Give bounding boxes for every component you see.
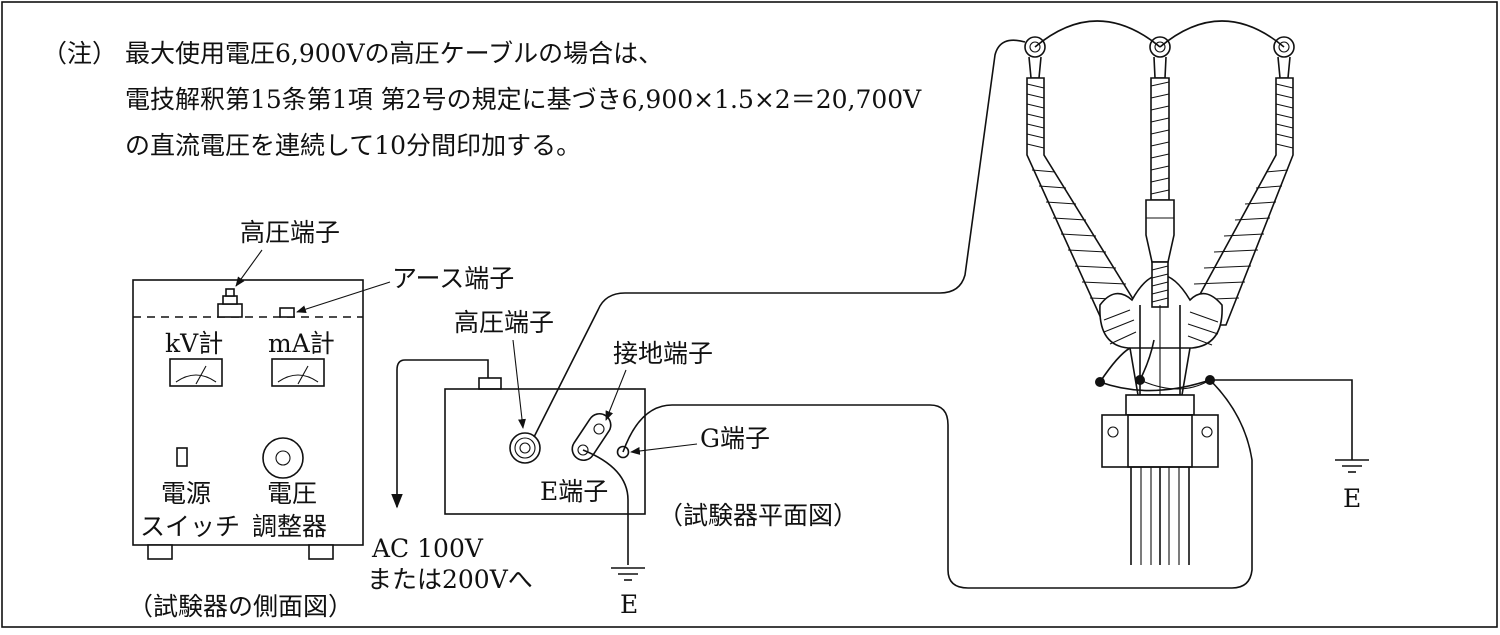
note-prefix: （注）: [42, 39, 117, 68]
plan-view-caption: （試験器平面図）: [658, 501, 858, 530]
hv-terminal-top: [225, 288, 235, 297]
voltage-adjust-knob-center: [275, 450, 291, 466]
side-hv-terminal-arrow: [235, 249, 263, 287]
shield-bonding-lead-2: [1139, 379, 1211, 390]
cable-ground-symbol: [1335, 459, 1369, 473]
ma-meter: [271, 358, 325, 387]
kv-meter-label: kV計: [165, 329, 223, 358]
guard-lead: [622, 379, 1253, 589]
side-hv-terminal-label: 高圧端子: [240, 218, 340, 247]
tester-ground-lead: [582, 449, 629, 565]
power-switch: [176, 447, 188, 467]
shield-bond-point-left: [1095, 377, 1105, 387]
plan-ground-terminal-label: 接地端子: [613, 339, 713, 368]
bridge-arc-right: [1159, 20, 1285, 48]
phase-right-hatch: [1187, 83, 1294, 301]
terminal-lug-left: [1024, 36, 1046, 79]
shield-bonding-lead: [1099, 379, 1211, 392]
note-line-3: の直流電圧を連続して10分間印加する。: [125, 131, 581, 160]
gland-collar: [1125, 394, 1195, 416]
tester-ground-label: E: [620, 590, 638, 619]
note-line-1: 最大使用電圧6,900Vの高圧ケーブルの場合は、: [125, 39, 663, 68]
supply-label-1: AC 100V: [371, 534, 484, 563]
tester-plan-view: AC 100V または200Vへ 高圧端子 接地端子 G端子 E端子 （試験器平…: [367, 308, 858, 619]
plan-hv-terminal-label: 高圧端子: [454, 308, 554, 337]
tester-side-body: [132, 279, 364, 546]
earth-terminal-block: [279, 307, 295, 318]
ground-link-plate: [571, 412, 612, 462]
tester-ground-symbol: [611, 567, 645, 581]
hv-terminal-base: [217, 303, 243, 318]
side-earth-terminal-arrow: [296, 281, 391, 314]
tester-side-view: 高圧端子 アース端子 kV計 mA計 電源 スイッチ 電圧 調整器 （試験器の側…: [128, 218, 514, 621]
stress-cone-upper: [1145, 199, 1175, 263]
plan-hv-terminal-ring: [514, 437, 536, 459]
supply-cord-connector: [478, 377, 502, 390]
cable-termination: E: [1024, 20, 1369, 565]
plan-hv-terminal-outer: [509, 432, 541, 464]
tester-foot-left: [147, 544, 173, 560]
power-switch-label-2: スイッチ: [140, 512, 240, 541]
tester-plan-body: [444, 388, 646, 515]
shield-bond-point-center: [1135, 375, 1145, 385]
cable-ground-lead: [1210, 379, 1353, 460]
power-switch-label-1: 電源: [161, 479, 211, 508]
note-block: （注） 最大使用電圧6,900Vの高圧ケーブルの場合は、 電技解釈第15条第1項…: [42, 39, 922, 160]
kv-meter: [169, 358, 223, 387]
supply-label-2: または200Vへ: [367, 565, 533, 594]
gland-bolt-left: [1107, 426, 1119, 438]
crotch-body: [1099, 274, 1223, 349]
note-line-2: 電技解釈第15条第1項 第2号の規定に基づき6,900×1.5×2＝20,700…: [125, 85, 922, 114]
plan-e-terminal-label: E端子: [540, 477, 608, 506]
plan-g-terminal-arrow: [630, 443, 698, 455]
voltage-adjust-knob: [262, 437, 304, 479]
phase-right-insulation: [1185, 77, 1294, 326]
plan-ground-terminal-arrow: [605, 369, 627, 421]
shield-lead-left: [1099, 347, 1131, 383]
side-earth-terminal-label: アース端子: [392, 264, 514, 293]
supply-cord: [391, 359, 489, 509]
bridge-arc-left: [1034, 20, 1161, 48]
hv-test-lead: [533, 39, 1026, 438]
plan-hv-terminal-arrow: [512, 339, 526, 429]
side-view-caption: （試験器の側面図）: [128, 592, 353, 621]
plan-g-terminal-label: G端子: [700, 424, 770, 453]
plan-g-terminal: [616, 445, 630, 459]
gland-bolt-right: [1201, 426, 1213, 438]
phase-left-insulation: [1026, 77, 1147, 326]
tester-foot-right: [308, 544, 334, 560]
terminal-lug-center: [1149, 36, 1171, 79]
cable-run: [1130, 467, 1190, 565]
stress-cone-shield-hatch: [1151, 265, 1169, 303]
terminal-lug-right: [1273, 36, 1295, 79]
crotch-hatch: [1103, 309, 1219, 346]
cable-ground-label: E: [1343, 484, 1361, 513]
ground-link-hole-top: [593, 423, 605, 435]
voltage-adjust-label-1: 電圧: [267, 479, 317, 508]
ground-link-hole-bottom: [577, 444, 589, 456]
plan-hv-terminal-core: [519, 442, 531, 454]
gland-clamp: [1101, 414, 1219, 468]
hv-terminal-mid: [222, 295, 238, 305]
voltage-adjust-label-2: 調整器: [252, 512, 327, 541]
ma-meter-label: mA計: [268, 329, 335, 358]
phase-center-hatch: [1150, 81, 1170, 195]
